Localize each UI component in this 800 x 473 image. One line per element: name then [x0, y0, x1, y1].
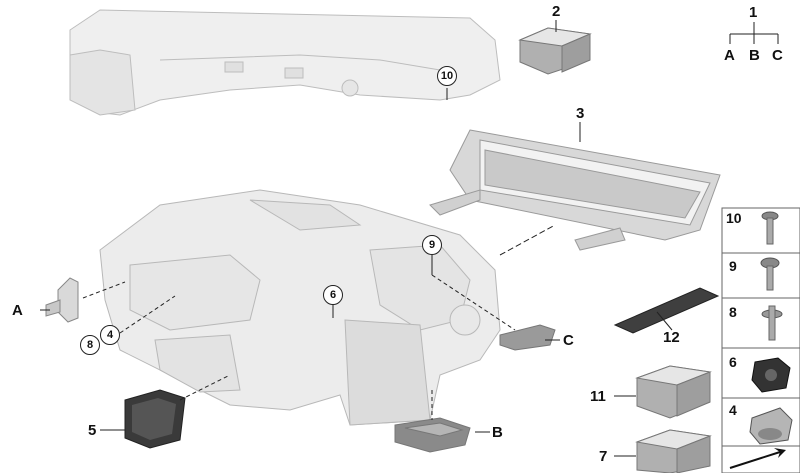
circle-callout-8: 8 [80, 335, 100, 355]
nut-6-icon [751, 357, 791, 393]
screw-10-icon [761, 211, 779, 245]
part-2-box [518, 27, 592, 75]
label-1-b: B [749, 47, 760, 64]
part-7-box [635, 429, 712, 473]
label-1-c: C [772, 47, 783, 64]
panel-number-6: 6 [729, 354, 737, 370]
clip-4-icon [749, 407, 793, 445]
main-headlight-housing [99, 189, 501, 426]
upper-headlight-housing [69, 9, 501, 116]
bracket-a [45, 277, 79, 323]
part-12-strip [613, 287, 720, 334]
screw-9-icon [760, 257, 780, 291]
circle-callout-9: 9 [422, 235, 442, 255]
part-3-frame [429, 129, 721, 251]
bracket-b [394, 417, 471, 453]
panel-number-8: 8 [729, 304, 737, 320]
panel-number-9: 9 [729, 258, 737, 274]
circle-callout-4: 4 [100, 325, 120, 345]
callout-a: A [12, 302, 23, 319]
label-11: 11 [590, 388, 606, 405]
label-7: 7 [599, 448, 608, 465]
arrow-icon [729, 448, 786, 469]
bracket-c [499, 324, 556, 351]
panel-number-4: 4 [729, 402, 737, 418]
callout-b: B [492, 424, 503, 441]
part-11-box [635, 365, 712, 419]
label-3: 3 [576, 105, 585, 122]
panel-number-10: 10 [726, 210, 742, 226]
circle-callout-6: 6 [323, 285, 343, 305]
leader-lines [40, 20, 779, 457]
label-12: 12 [663, 329, 680, 346]
screw-8-icon [761, 305, 783, 341]
fasteners-panel [721, 207, 800, 473]
label-5: 5 [88, 422, 97, 439]
label-1: 1 [749, 4, 758, 21]
label-1-a: A [724, 47, 735, 64]
circle-callout-10: 10 [437, 66, 457, 86]
label-2: 2 [552, 3, 561, 20]
callout-c: C [563, 332, 574, 349]
part-5-control-unit [124, 389, 186, 449]
